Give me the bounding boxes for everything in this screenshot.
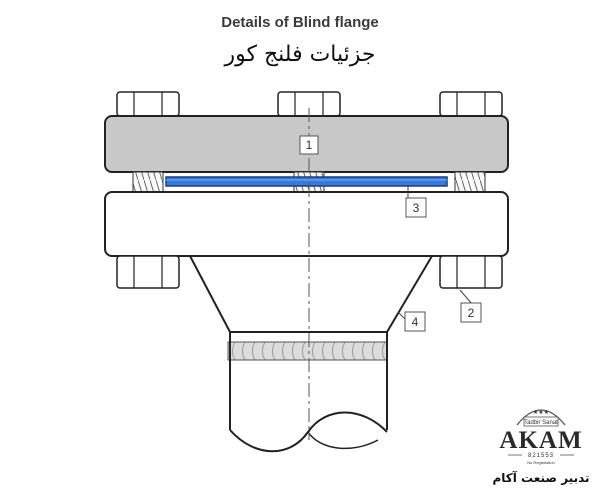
top-nut-left: [116, 91, 180, 117]
svg-text:No Registration: No Registration: [527, 460, 555, 465]
bottom-nut-right: [439, 255, 503, 289]
top-nut-center: [277, 91, 341, 117]
diagram-title-persian: جزئیات فلنج کور: [224, 42, 376, 67]
callout-4: 4: [404, 311, 426, 332]
diagram-title: Details of Blind flange: [221, 14, 379, 31]
callout-2: 2: [460, 302, 482, 323]
bolt-thread-right: [454, 171, 486, 193]
svg-text:تدبیر صنعت آکام: تدبیر صنعت آکام: [492, 470, 589, 486]
svg-text:2: 2: [468, 306, 475, 320]
akam-logo: ★★★ Tadbir Sanat AKAM 821553 No Registra…: [492, 409, 589, 486]
svg-text:3: 3: [413, 201, 420, 215]
svg-text:★★★: ★★★: [533, 409, 549, 416]
svg-text:AKAM: AKAM: [499, 427, 582, 454]
svg-text:4: 4: [412, 315, 419, 329]
callout-3: 3: [405, 197, 427, 218]
bottom-nut-left: [116, 255, 180, 289]
pipe: [229, 332, 388, 453]
gasket: [165, 176, 448, 187]
bolt-thread-left: [132, 171, 164, 193]
svg-text:821553: 821553: [528, 453, 554, 459]
flange-hub: [188, 255, 434, 333]
svg-text:Tadbir Sanat: Tadbir Sanat: [524, 420, 558, 426]
weld-bead: [227, 341, 388, 361]
callout-1: 1: [299, 135, 319, 155]
top-nut-right: [439, 91, 503, 117]
svg-text:1: 1: [306, 138, 313, 152]
weld-neck-flange: [104, 191, 509, 257]
